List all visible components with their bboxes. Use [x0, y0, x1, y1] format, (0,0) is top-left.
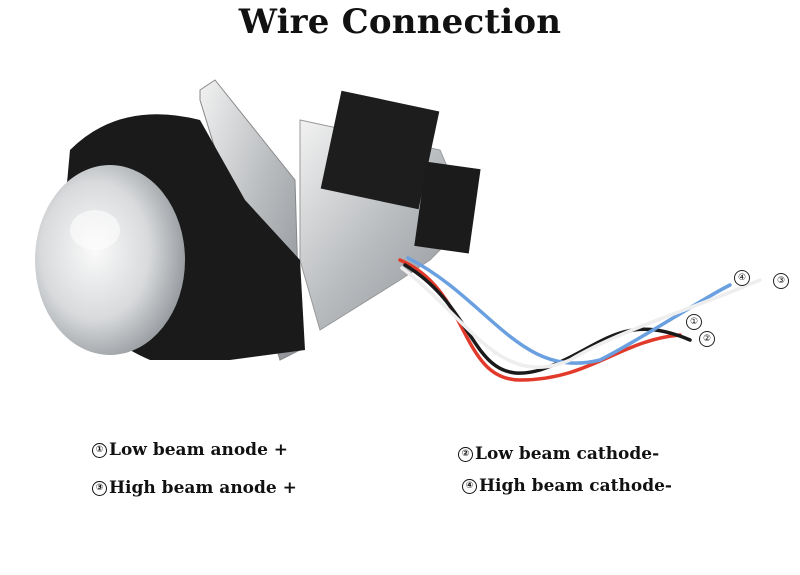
legend-text-3: High beam anode +	[109, 478, 297, 498]
wire-badge-3: ③	[773, 273, 789, 289]
page-title: Wire Connection	[238, 2, 562, 42]
legend-num-1: ①	[92, 442, 107, 458]
legend-num-3: ③	[92, 480, 107, 496]
legend-text-2: Low beam cathode-	[475, 444, 660, 464]
legend-text-1: Low beam anode +	[109, 440, 289, 460]
legend-text-4: High beam cathode-	[479, 476, 672, 496]
wire-badge-2: ②	[699, 331, 715, 347]
legend-num-4: ④	[462, 478, 477, 494]
wire-badge-1: ①	[686, 314, 702, 330]
legend-high-beam-cathode: ④ High beam cathode-	[462, 476, 672, 496]
legend-low-beam-anode: ① Low beam anode +	[92, 440, 288, 460]
legend-num-2: ②	[458, 446, 473, 462]
wire-badge-4: ④	[734, 270, 750, 286]
legend-high-beam-anode: ③ High beam anode +	[92, 478, 297, 498]
projector-lens-photo	[35, 79, 762, 382]
legend-low-beam-cathode: ② Low beam cathode-	[458, 444, 659, 464]
